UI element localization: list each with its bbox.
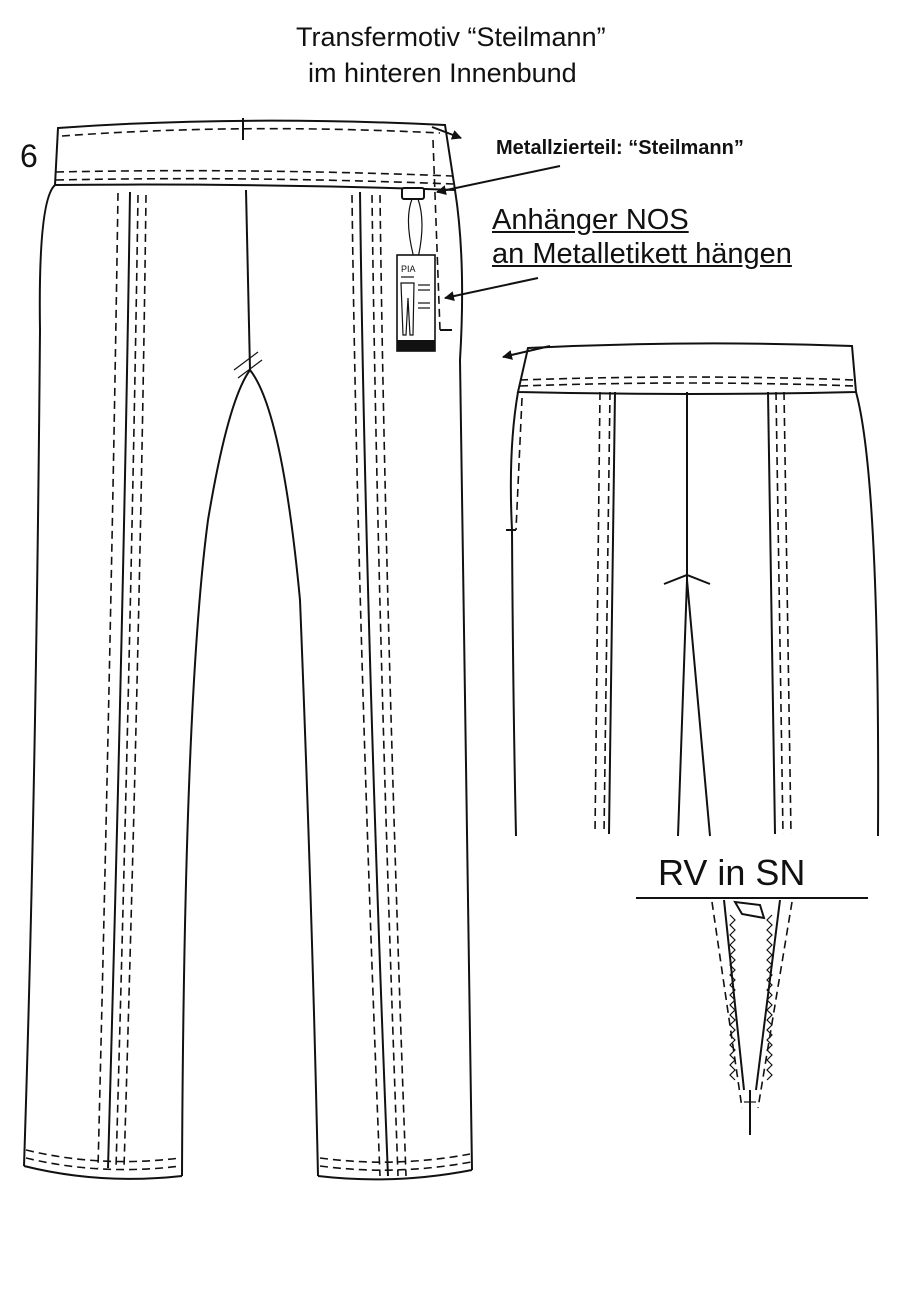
right-leg-hem: [317, 1169, 473, 1181]
left-panel-seam: [107, 191, 131, 1169]
upper-back-detail: [506, 342, 880, 837]
left-leg-hem: [23, 1165, 183, 1180]
right-leg-inseam: [249, 369, 319, 1177]
detail-left-panel-seam: [608, 391, 616, 835]
hangtag-label-line-1: Anhänger NOS: [492, 204, 689, 236]
waistband: [53, 119, 457, 192]
trouser-back-view: [23, 118, 473, 1181]
metal-part-label: Metallzierteil: “Steilmann”: [496, 137, 744, 159]
metal-trim-and-hangtag: PIA: [396, 187, 436, 352]
figure-number: 6: [20, 138, 38, 174]
hangtag-label-line-2: an Metalletikett hängen: [492, 238, 792, 270]
zipper-pull: [733, 900, 766, 920]
detail-left-side: [509, 391, 519, 837]
arrow-metal-part: [436, 165, 561, 196]
left-leg-outer-seam: [23, 184, 56, 1167]
left-leg-inseam: [181, 369, 251, 1177]
waistband-topstitch-top: [61, 127, 441, 137]
title-line-2: im hinteren Innenbund: [308, 58, 577, 88]
back-center-seam: [245, 189, 251, 371]
zipper-label: RV in SN: [658, 852, 806, 893]
side-pocket-stitch: [432, 139, 441, 331]
metal-trim: [401, 187, 425, 200]
waistband-topstitch-1: [55, 169, 453, 177]
detail-right-panel-seam: [767, 391, 776, 835]
right-panel-seam: [359, 191, 389, 1177]
waistband-topstitch-2: [55, 177, 454, 185]
zipper-detail: [636, 897, 868, 1135]
detail-waistband: [516, 342, 858, 395]
zipper-teeth: [729, 914, 736, 1081]
right-leg-outer-seam: [454, 189, 473, 1171]
title-line-1: Transfermotiv “Steilmann”: [296, 22, 606, 52]
arrow-hangtag: [444, 277, 539, 301]
arrow-transfer-motif: [431, 126, 462, 140]
detail-right-side: [855, 391, 880, 837]
hangtag-brand: PIA: [401, 264, 416, 274]
hangtag-trouser-pictogram: [400, 282, 415, 336]
